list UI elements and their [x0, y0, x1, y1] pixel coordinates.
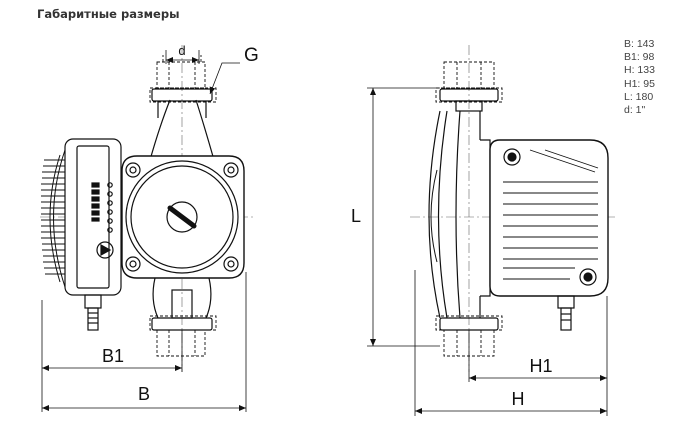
- spec-h: H: 133: [624, 64, 655, 77]
- dim-label-l: L: [351, 206, 361, 226]
- side-view: [367, 45, 615, 416]
- top-flange: [149, 88, 215, 161]
- bottom-union-nut: [149, 315, 217, 357]
- dim-label-b: B: [138, 384, 150, 404]
- side-pump-body: [428, 110, 491, 319]
- side-top-union: [435, 61, 503, 103]
- dim-label-h: H: [512, 389, 525, 409]
- dim-label-d: d: [178, 43, 185, 58]
- page-title: Габаритные размеры: [37, 7, 180, 21]
- dim-label-b1: B1: [102, 346, 124, 366]
- motor-housing: [121, 155, 245, 279]
- top-union-nut: [149, 55, 217, 103]
- spec-h1: H1: 95: [624, 77, 655, 90]
- spec-b: B: 143: [624, 38, 655, 50]
- spec-list: B: 143 B1: 98 H: 133 H1: 95 L: 180 d: 1": [624, 38, 655, 117]
- spec-l: L: 180: [624, 90, 654, 103]
- cooling-fins: [41, 149, 66, 288]
- spec-d: d: 1": [624, 104, 646, 117]
- spec-b1: B1: 98: [624, 51, 655, 64]
- controller-box: [64, 138, 122, 331]
- dim-label-h1: H1: [529, 356, 552, 376]
- front-view: [40, 45, 255, 412]
- dim-label-g: G: [244, 45, 259, 66]
- side-motor-box: [489, 139, 609, 331]
